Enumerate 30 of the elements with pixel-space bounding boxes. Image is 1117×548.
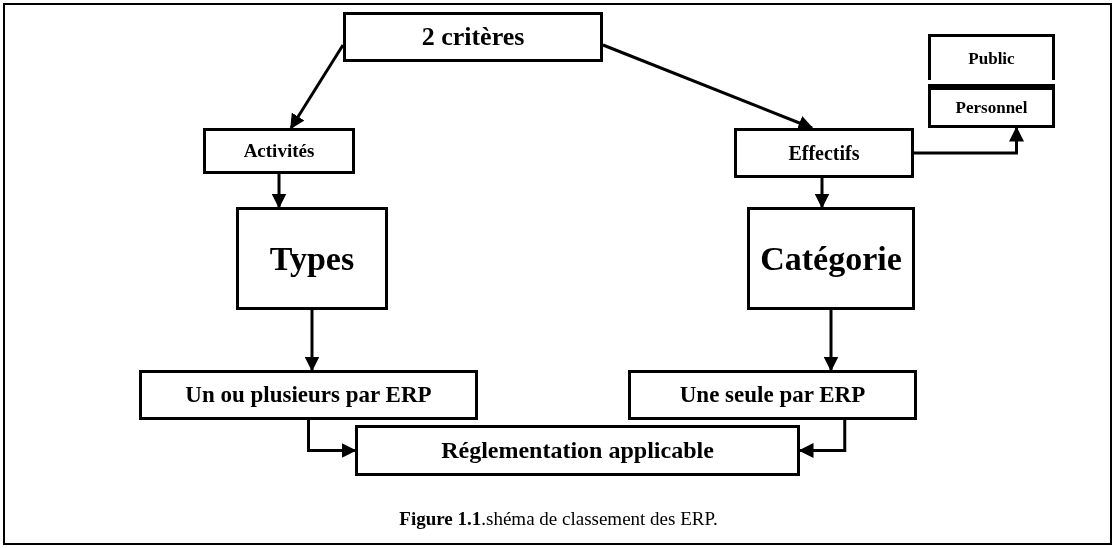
process-box — [747, 207, 915, 310]
box-label: Réglementation applicable — [441, 437, 714, 464]
box-label: Personnel — [955, 97, 1028, 118]
box-label: Effectifs — [788, 141, 860, 165]
process-box — [628, 370, 917, 420]
process-box — [928, 34, 1055, 80]
process-box — [343, 12, 603, 62]
process-box — [355, 425, 800, 476]
box-label: Types — [269, 239, 355, 278]
process-box — [139, 370, 478, 420]
figure-caption: Figure 1.1.shéma de classement des ERP. — [399, 508, 718, 529]
process-box — [928, 84, 1055, 128]
arrow — [304, 310, 320, 372]
box-label: Un ou plusieurs par ERP — [185, 382, 432, 408]
arrow — [823, 310, 839, 372]
box-label: 2 critères — [421, 22, 525, 52]
arrow — [289, 44, 345, 130]
arrow — [271, 174, 287, 209]
arrow — [814, 178, 830, 209]
box-label: Une seule par ERP — [679, 382, 866, 408]
process-box — [203, 128, 355, 174]
process-box — [236, 207, 388, 310]
box-label: Activités — [243, 140, 315, 162]
arrow — [914, 126, 1024, 155]
arrow — [798, 420, 847, 458]
arrow — [307, 420, 357, 458]
process-box — [734, 128, 914, 178]
box-label: Public — [968, 48, 1015, 69]
box-label: Catégorie — [760, 239, 902, 278]
arrow — [602, 43, 814, 130]
